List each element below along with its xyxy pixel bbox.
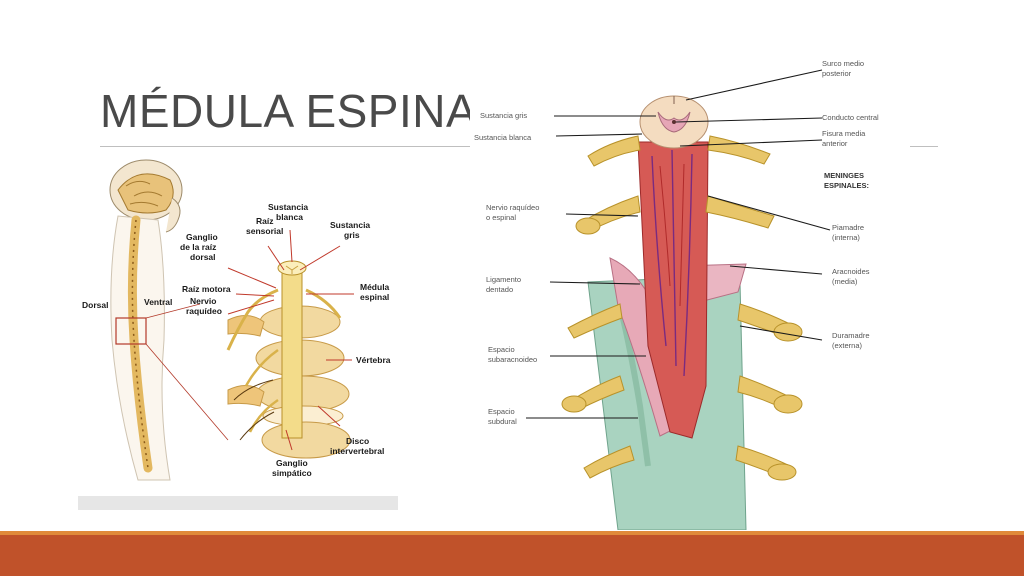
left-image-base-strip [78,496,398,510]
label-nervio-2: o espinal [486,213,516,222]
label-ganglio-raiz-1: Ganglio [186,232,218,242]
spinal-meninges-diagram: Surco medio posterior Sustancia gris Con… [470,46,910,531]
label-raiz-motora: Raíz motora [182,284,231,294]
label-medula-espinal-2: espinal [360,292,389,302]
label-ganglio-raiz-3: dorsal [190,252,216,262]
label-surco-medio-2: posterior [822,69,852,78]
label-raiz-sensorial-1: Raíz [256,216,273,226]
label-dorsal: Dorsal [82,300,108,310]
label-meninges-1: MENINGES [824,171,864,180]
label-sustancia-blanca: Sustancia blanca [474,133,532,142]
label-ventral: Ventral [144,297,172,307]
label-disco-1: Disco [346,436,369,446]
label-espacio-sub-1: Espacio [488,345,515,354]
label-meninges-2: ESPINALES: [824,181,869,190]
label-sustancia-gris-2: gris [344,230,360,240]
label-nervio-1: Nervio raquídeo [486,203,539,212]
spinal-cord-location-diagram: Dorsal Ventral [78,150,398,510]
label-medula-espinal-1: Médula [360,282,390,292]
label-sustancia-blanca-1: Sustancia [268,202,308,212]
label-aracnoides-2: (media) [832,277,858,286]
label-espacio-subdural-2: subdural [488,417,517,426]
slide-title: MÉDULA ESPINAL [100,85,504,137]
label-raiz-sensorial-2: sensorial [246,226,283,236]
label-duramadre-2: (externa) [832,341,863,350]
label-ganglio-simpatico-1: Ganglio [276,458,308,468]
label-ligamento-1: Ligamento [486,275,521,284]
label-fisura-1: Fisura media [822,129,866,138]
label-disco-2: intervertebral [330,446,384,456]
label-sustancia-gris: Sustancia gris [480,111,527,120]
label-espacio-subdural-1: Espacio [488,407,515,416]
label-piamadre-1: Piamadre [832,223,864,232]
spinal-meninges-illustration: Surco medio posterior Sustancia gris Con… [474,59,879,531]
label-nervio-raquideo-1: Nervio [190,296,216,306]
spinal-cord-location-illustration: Dorsal Ventral [82,159,391,481]
label-ligamento-2: dentado [486,285,513,294]
label-duramadre-1: Duramadre [832,331,870,340]
label-sustancia-gris-1: Sustancia [330,220,370,230]
label-surco-medio-1: Surco medio [822,59,864,68]
label-nervio-raquideo-2: raquídeo [186,306,222,316]
label-sustancia-blanca-2: blanca [276,212,303,222]
label-piamadre-2: (interna) [832,233,860,242]
label-aracnoides-1: Aracnoides [832,267,870,276]
label-fisura-2: anterior [822,139,848,148]
label-conducto-central: Conducto central [822,113,879,122]
label-ganglio-raiz-2: de la raíz [180,242,216,252]
footer-accent-band [0,531,1024,576]
label-ganglio-simpatico-2: simpático [272,468,312,478]
label-espacio-sub-2: subaracnoideo [488,355,537,364]
label-vertebra: Vértebra [356,355,391,365]
